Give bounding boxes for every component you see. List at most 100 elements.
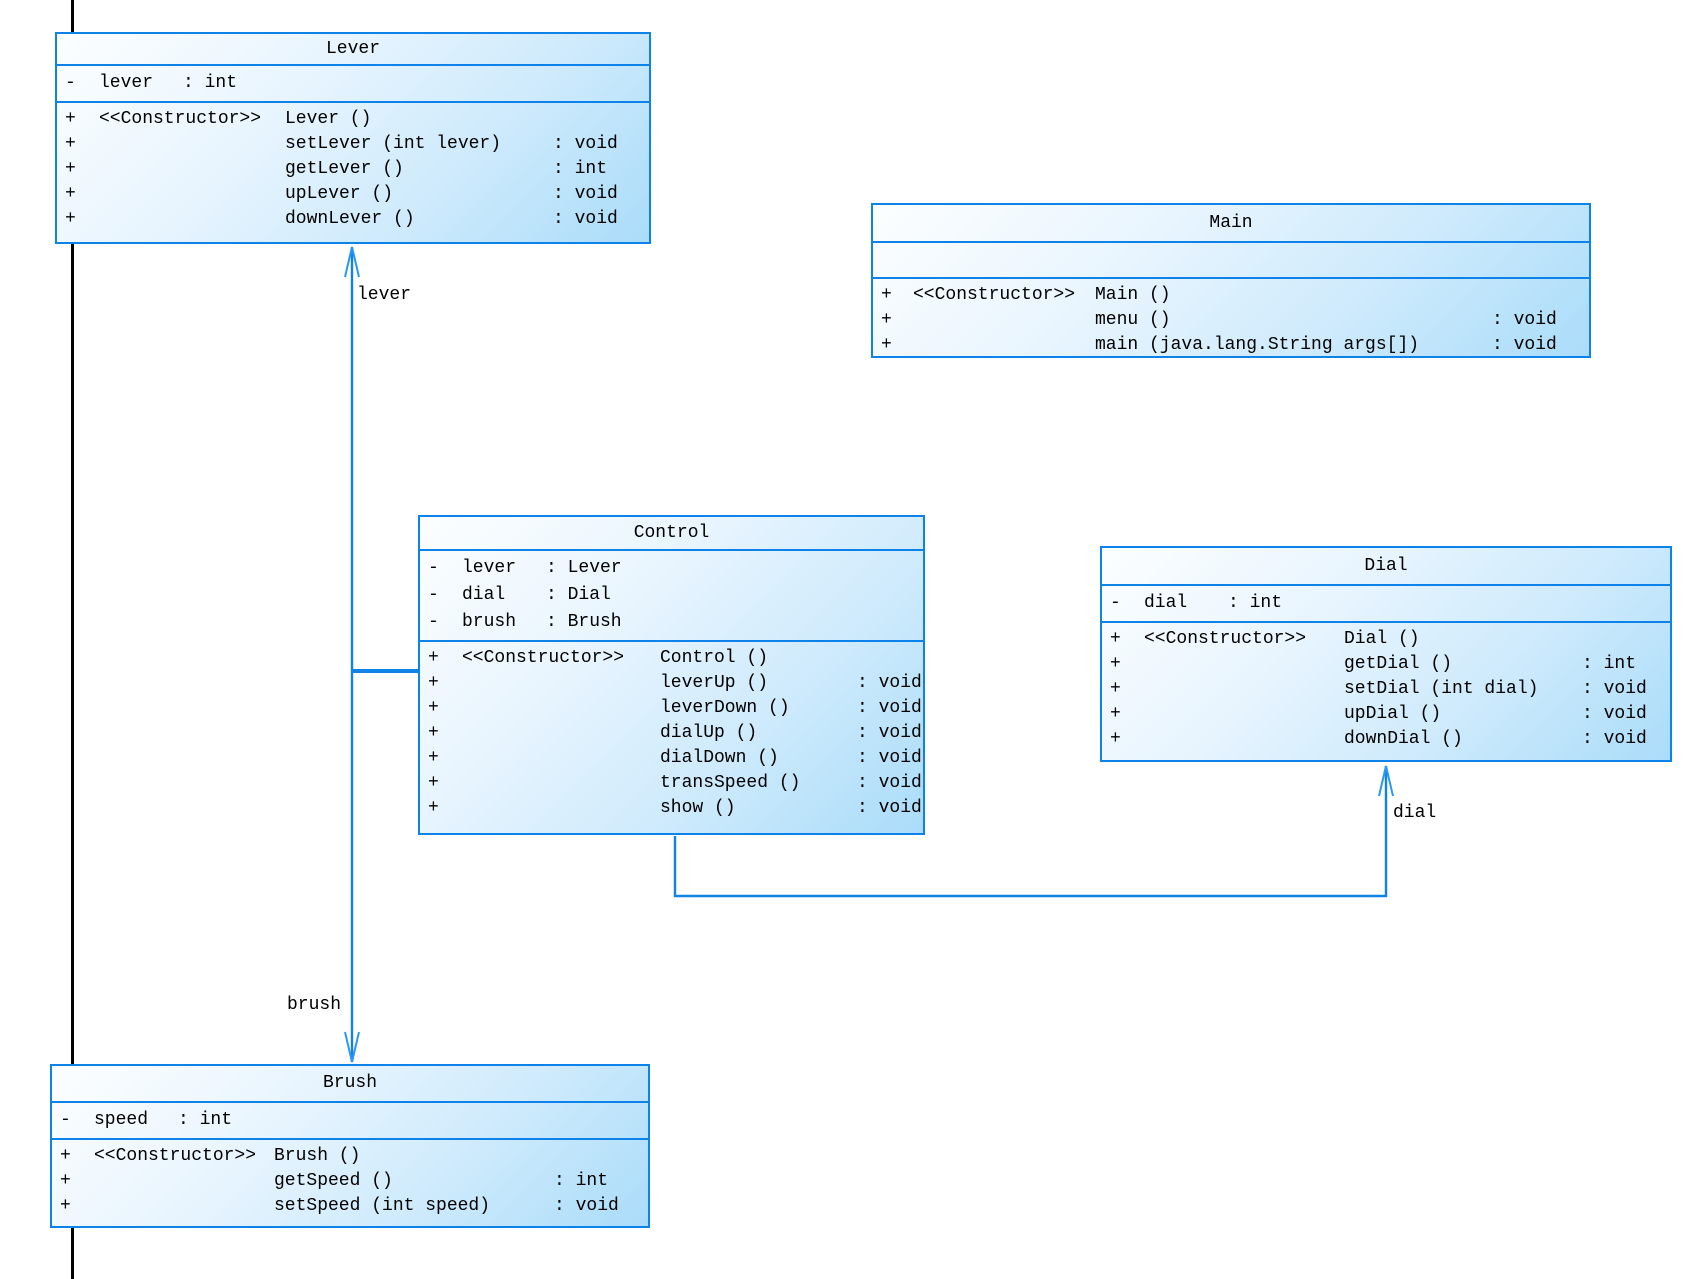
class-box-brush[interactable]: Brush - speed : int + <<Constructor>> Br… (50, 1064, 650, 1228)
methods-section: + <<Constructor>> Main () + menu () : vo… (873, 279, 1589, 356)
return-type: : int (553, 159, 608, 179)
visibility: - (428, 558, 439, 578)
stereotype (462, 746, 660, 771)
stereotype (99, 207, 285, 232)
attributes-section: - dial : int (1102, 586, 1670, 623)
stereotype (1144, 727, 1344, 752)
attribute-type: : Lever (546, 558, 622, 578)
visibility: + (1110, 654, 1121, 674)
method-row[interactable]: + upDial () : void (1102, 702, 1670, 727)
method-row[interactable]: + <<Constructor>> Lever () (57, 107, 649, 132)
visibility: + (60, 1171, 71, 1191)
class-box-lever[interactable]: Lever - lever : int + <<Constructor>> Le… (55, 32, 651, 244)
visibility: + (60, 1196, 71, 1216)
return-type: : void (857, 673, 922, 693)
class-title[interactable]: Lever (57, 34, 649, 66)
class-title[interactable]: Control (420, 517, 923, 551)
class-box-control[interactable]: Control - lever : Lever - dial : Dial - … (418, 515, 925, 835)
class-box-main[interactable]: Main + <<Constructor>> Main () + menu ()… (871, 203, 1591, 358)
method-row[interactable]: + main (java.lang.String args[]) : void (873, 333, 1589, 356)
return-type: : void (553, 134, 618, 154)
method-row[interactable]: + transSpeed () : void (420, 771, 923, 796)
method-signature: getLever () (285, 159, 404, 179)
visibility: + (428, 698, 439, 718)
method-row[interactable]: + setLever (int lever) : void (57, 132, 649, 157)
visibility: + (428, 648, 439, 668)
stereotype (99, 157, 285, 182)
attribute-row[interactable]: - dial : Dial (420, 582, 923, 609)
method-signature: upDial () (1344, 704, 1442, 724)
diagram-frame-edge-line (71, 0, 74, 1279)
stereotype: <<Constructor>> (913, 285, 1076, 305)
return-type: : void (1492, 310, 1557, 330)
method-signature: Dial () (1344, 629, 1420, 649)
stereotype (1144, 677, 1344, 702)
visibility: + (65, 159, 76, 179)
method-signature: Brush () (274, 1146, 361, 1166)
method-row[interactable]: + show () : void (420, 796, 923, 821)
method-row[interactable]: + <<Constructor>> Control () (420, 646, 923, 671)
association-role-label-lever[interactable]: lever (357, 285, 412, 305)
method-row[interactable]: + downLever () : void (57, 207, 649, 232)
method-row[interactable]: + leverDown () : void (420, 696, 923, 721)
class-title[interactable]: Brush (52, 1066, 648, 1103)
method-row[interactable]: + getLever () : int (57, 157, 649, 182)
method-row[interactable]: + <<Constructor>> Dial () (1102, 627, 1670, 652)
method-row[interactable]: + leverUp () : void (420, 671, 923, 696)
class-title[interactable]: Dial (1102, 548, 1670, 586)
stereotype: <<Constructor>> (1144, 629, 1307, 649)
stereotype (94, 1194, 274, 1219)
attribute-row[interactable]: - brush : Brush (420, 609, 923, 636)
method-row[interactable]: + upLever () : void (57, 182, 649, 207)
return-type (553, 107, 649, 132)
methods-section: + <<Constructor>> Brush () + getSpeed ()… (52, 1140, 648, 1226)
attribute-row[interactable]: - lever : int (57, 70, 649, 97)
method-row[interactable]: + setDial (int dial) : void (1102, 677, 1670, 702)
method-signature: dialUp () (660, 723, 758, 743)
attribute-type: : int (183, 73, 238, 93)
attributes-section: - speed : int (52, 1103, 648, 1140)
stereotype: <<Constructor>> (462, 648, 625, 668)
stereotype: <<Constructor>> (99, 109, 262, 129)
method-row[interactable]: + <<Constructor>> Brush () (52, 1144, 648, 1169)
visibility: + (65, 184, 76, 204)
attribute-name: lever (99, 73, 154, 93)
method-signature: main (java.lang.String args[]) (1095, 335, 1420, 355)
attribute-row[interactable]: - dial : int (1102, 590, 1670, 617)
stereotype (99, 182, 285, 207)
association-role-label-dial[interactable]: dial (1393, 803, 1437, 823)
return-type: : void (554, 1196, 619, 1216)
attribute-row[interactable]: - lever : Lever (420, 555, 923, 582)
return-type (1492, 283, 1589, 308)
class-box-dial[interactable]: Dial - dial : int + <<Constructor>> Dial… (1100, 546, 1672, 762)
method-signature: setLever (int lever) (285, 134, 502, 154)
attributes-section: - lever : int (57, 66, 649, 103)
attribute-type: : int (1228, 593, 1283, 613)
visibility: + (1110, 729, 1121, 749)
method-row[interactable]: + getDial () : int (1102, 652, 1670, 677)
stereotype (462, 671, 660, 696)
method-row[interactable]: + downDial () : void (1102, 727, 1670, 752)
attributes-section (873, 243, 1589, 279)
stereotype (1144, 702, 1344, 727)
method-signature: leverUp () (660, 673, 769, 693)
stereotype: <<Constructor>> (94, 1146, 257, 1166)
association-control-dial-line[interactable] (673, 766, 1388, 898)
method-row[interactable]: + menu () : void (873, 308, 1589, 333)
return-type (857, 646, 923, 671)
association-role-label-brush[interactable]: brush (287, 995, 342, 1015)
method-row[interactable]: + <<Constructor>> Main () (873, 283, 1589, 308)
attribute-row[interactable]: - speed : int (52, 1107, 648, 1134)
method-row[interactable]: + getSpeed () : int (52, 1169, 648, 1194)
method-signature: leverDown () (660, 698, 790, 718)
method-row[interactable]: + dialDown () : void (420, 746, 923, 771)
stereotype (462, 796, 660, 821)
return-type: : void (857, 698, 922, 718)
method-signature: Control () (660, 648, 769, 668)
stereotype (913, 333, 1095, 356)
method-row[interactable]: + dialUp () : void (420, 721, 923, 746)
stereotype (913, 308, 1095, 333)
method-row[interactable]: + setSpeed (int speed) : void (52, 1194, 648, 1219)
class-title[interactable]: Main (873, 205, 1589, 243)
